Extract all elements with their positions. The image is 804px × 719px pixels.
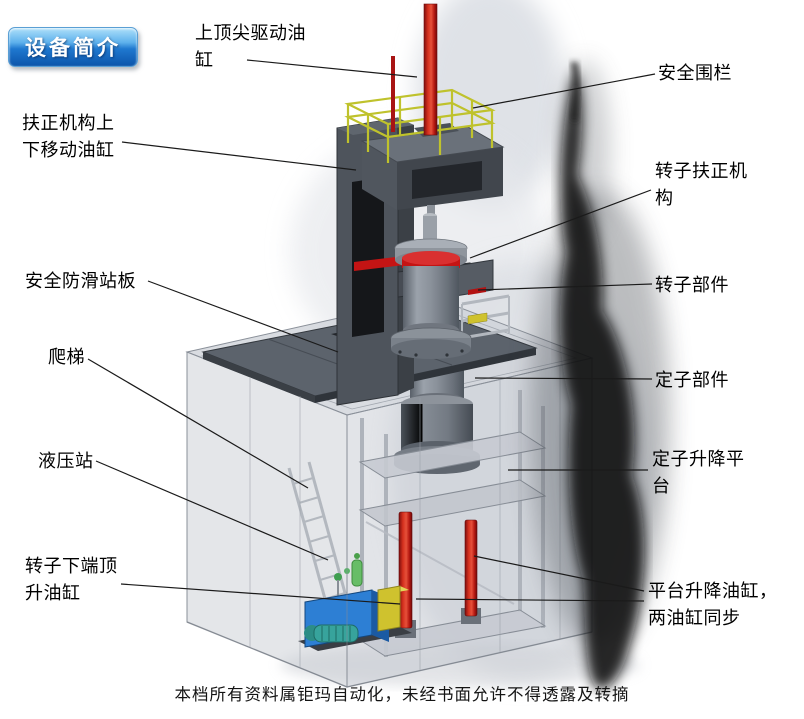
platform-lift-cylinders-graphic [395, 511, 481, 638]
leader-line [121, 141, 357, 171]
head-and-fence-graphic [344, 3, 505, 239]
callout-rotor-part: 转子部件 [655, 275, 729, 295]
leader-line [472, 73, 656, 109]
callout-centering-lift-cylinder: 扶正机构上下移动油缸 [22, 113, 115, 161]
leader-line [473, 555, 645, 592]
leader-line [474, 377, 653, 380]
callout-safety-fence: 安全围栏 [658, 63, 732, 83]
leader-line [120, 583, 401, 605]
title-badge: 设备简介 [8, 27, 138, 67]
leader-line [246, 59, 418, 78]
confidentiality-footer: 本档所有资料属钜玛自动化，未经书面允许不得透露及转摘 [174, 686, 630, 704]
leader-line [87, 358, 309, 489]
callout-rotor-centering-mechanism: 转子扶正机构 [655, 161, 748, 209]
leader-line [415, 598, 645, 602]
callout-top-drive-cylinder: 上顶尖驱动油缸 [195, 23, 306, 71]
leader-line [469, 189, 652, 259]
leader-line [477, 283, 653, 291]
rotor-graphic [390, 213, 510, 359]
top-drive-cylinder-graphic [423, 3, 438, 136]
callout-hydraulic-station: 液压站 [38, 451, 94, 471]
callout-ladder: 爬梯 [48, 347, 85, 367]
safety-fence-graphic [344, 88, 496, 163]
callout-stator-lift-platform: 定子升降平台 [652, 449, 745, 497]
leader-lines [87, 59, 656, 605]
callout-stator-part: 定子部件 [655, 370, 729, 390]
leader-line [147, 280, 339, 353]
callout-rotor-bottom-jack-cylinder: 转子下端顶升油缸 [25, 556, 118, 604]
enclosure-frame-lines [186, 365, 593, 688]
callout-anti-slip-platform: 安全防滑站板 [25, 271, 136, 291]
leader-line [95, 460, 329, 561]
callout-platform-lift-cylinders: 平台升降油缸，两油缸同步 [648, 581, 778, 629]
shadow-smudge [530, 60, 670, 690]
